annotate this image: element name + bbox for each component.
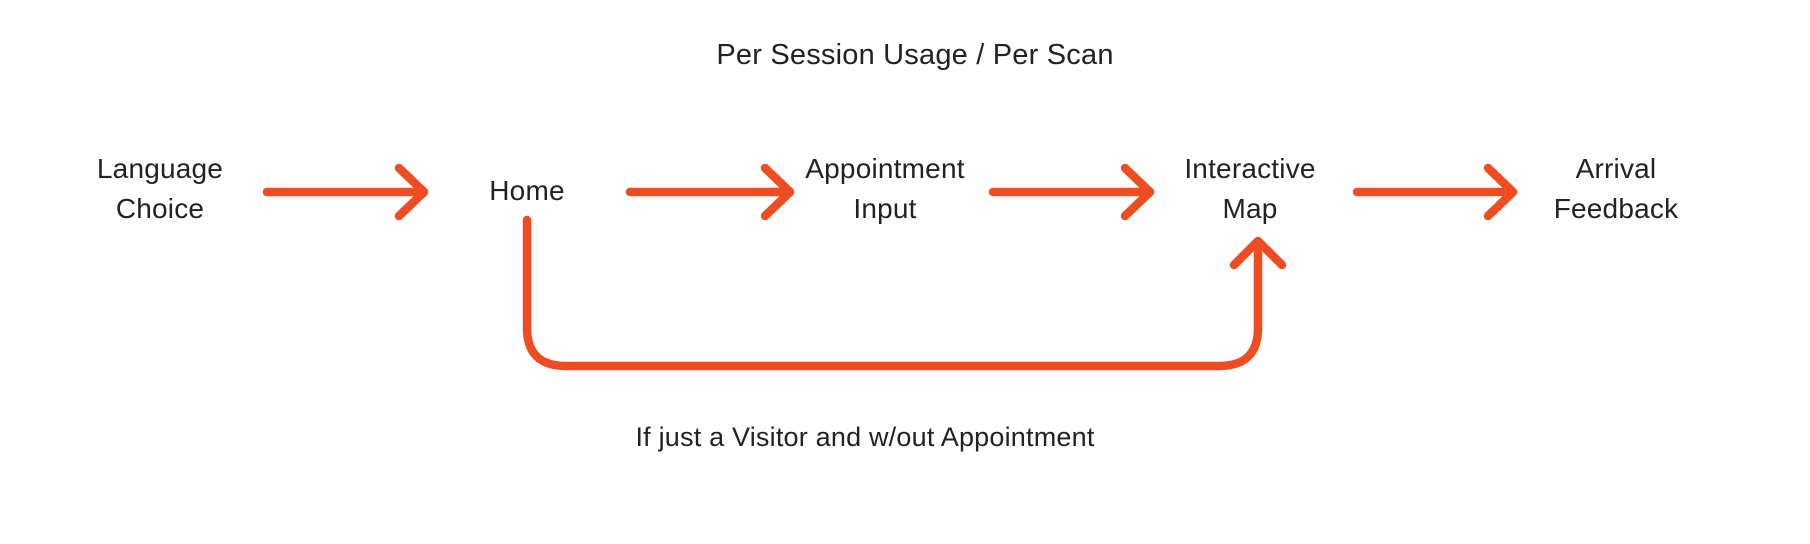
node-appointment-input: Appointment Input [805,153,965,224]
arrow-home-to-appointment-input [625,163,795,221]
node-arrival-feedback: Arrival Feedback [1553,153,1679,224]
diagram-title: Per Session Usage / Per Scan [716,39,1114,71]
arrow-language-choice-to-home [262,163,429,221]
node-home: Home [489,175,565,206]
node-language-choice: Language Choice [96,153,224,224]
bypass-condition-label: If just a Visitor and w/out Appointment [635,422,1095,452]
node-interactive-map: Interactive Map [1184,153,1316,224]
arrow-appointment-input-to-interactive-map [988,163,1155,221]
arrow-interactive-map-to-arrival-feedback [1352,163,1518,221]
bypass-arrow-home-to-interactive-map [522,215,1287,371]
